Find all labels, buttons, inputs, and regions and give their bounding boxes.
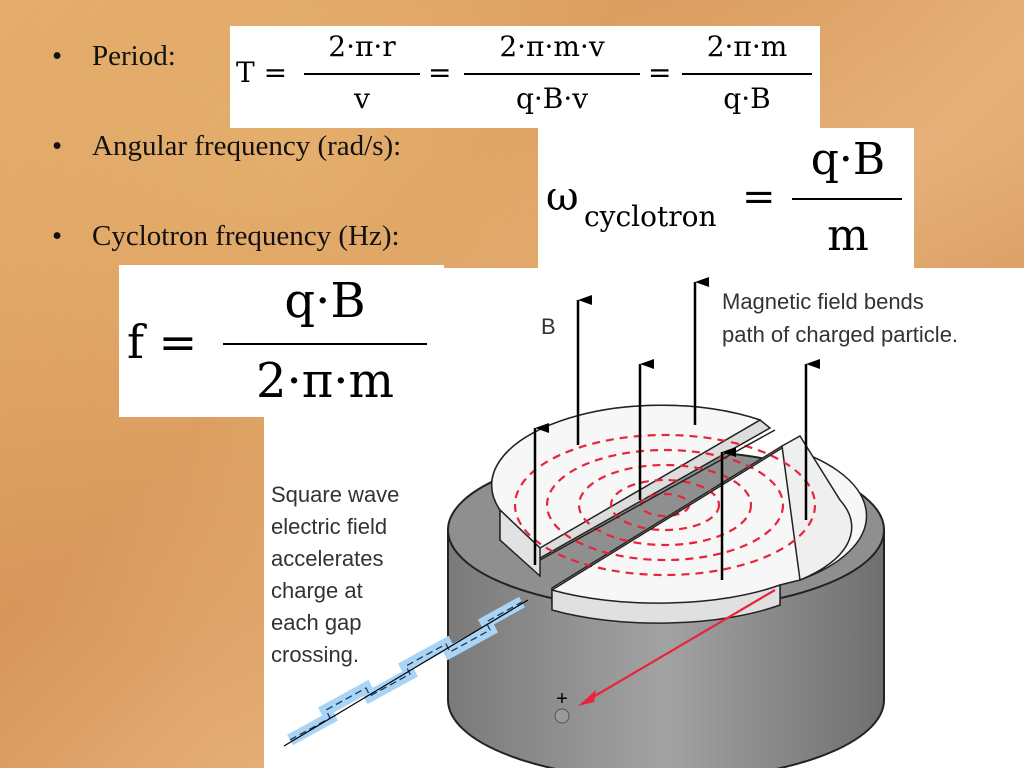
fraction-bar xyxy=(682,73,812,75)
square-wave-caption-line-6: crossing. xyxy=(271,642,359,667)
magnetic-caption-line-2: path of charged particle. xyxy=(722,322,958,347)
term2-numerator: 2·π·m·v xyxy=(499,30,605,63)
diagram-background-left xyxy=(264,417,444,768)
square-wave-field xyxy=(283,596,529,747)
fraction-bar xyxy=(223,343,427,345)
angular-numerator: q·B xyxy=(810,134,886,185)
fraction-bar xyxy=(304,73,420,75)
square-wave-caption-line-1: Square wave xyxy=(271,482,399,507)
period-equation: T = 2·π·r v = 2·π·m·v q·B·v = 2·π·m q·B xyxy=(230,26,820,128)
bullet-text-angular: Angular frequency (rad/s): xyxy=(92,130,402,162)
particle-spiral-path xyxy=(513,433,817,577)
magnetic-caption-line-1: Magnetic field bends xyxy=(722,289,924,314)
frequency-numerator: q·B xyxy=(284,273,366,329)
square-wave-caption-line-5: each gap xyxy=(271,610,362,635)
period-equals-1: = xyxy=(428,56,452,89)
fraction-bar xyxy=(792,198,902,200)
term2-denominator: q·B·v xyxy=(515,82,589,115)
ejected-particle: + xyxy=(554,589,776,724)
exit-arrowhead xyxy=(578,690,596,706)
bullet-marker: • xyxy=(52,40,63,72)
bullet-marker: • xyxy=(52,130,63,162)
fraction-bar xyxy=(464,73,640,75)
bullet-text-cyclotron: Cyclotron frequency (Hz): xyxy=(92,220,400,252)
square-wave-caption-line-3: accelerates xyxy=(271,546,384,571)
angular-equals: = xyxy=(742,174,776,220)
square-wave-caption-line-2: electric field xyxy=(271,514,387,539)
omega-symbol: ω xyxy=(546,174,579,220)
cyclotron-frequency-equation: f = q·B 2·π·m xyxy=(119,265,444,417)
charge-sign: + xyxy=(556,688,568,710)
bullet-marker: • xyxy=(52,220,63,252)
term1-numerator: 2·π·r xyxy=(328,30,396,63)
exit-path xyxy=(587,589,776,701)
angular-frequency-equation: ω cyclotron = q·B m xyxy=(538,128,914,270)
bullet-text-period: Period: xyxy=(92,40,176,72)
b-field-label: B xyxy=(541,314,556,339)
term3-numerator: 2·π·m xyxy=(706,30,788,63)
term3-denominator: q·B xyxy=(723,82,771,115)
omega-subscript: cyclotron xyxy=(584,200,717,233)
dee-gap-edge xyxy=(551,447,783,591)
angular-denominator: m xyxy=(827,210,869,261)
square-wave-caption-line-4: charge at xyxy=(271,578,363,603)
period-lhs: T = xyxy=(236,56,288,89)
frequency-denominator: 2·π·m xyxy=(255,353,395,409)
dees xyxy=(490,404,868,624)
magnetic-field-arrows xyxy=(533,277,820,580)
period-equals-2: = xyxy=(648,56,672,89)
term1-denominator: v xyxy=(354,82,370,115)
charged-particle xyxy=(554,708,570,724)
frequency-lhs: f = xyxy=(127,315,198,369)
